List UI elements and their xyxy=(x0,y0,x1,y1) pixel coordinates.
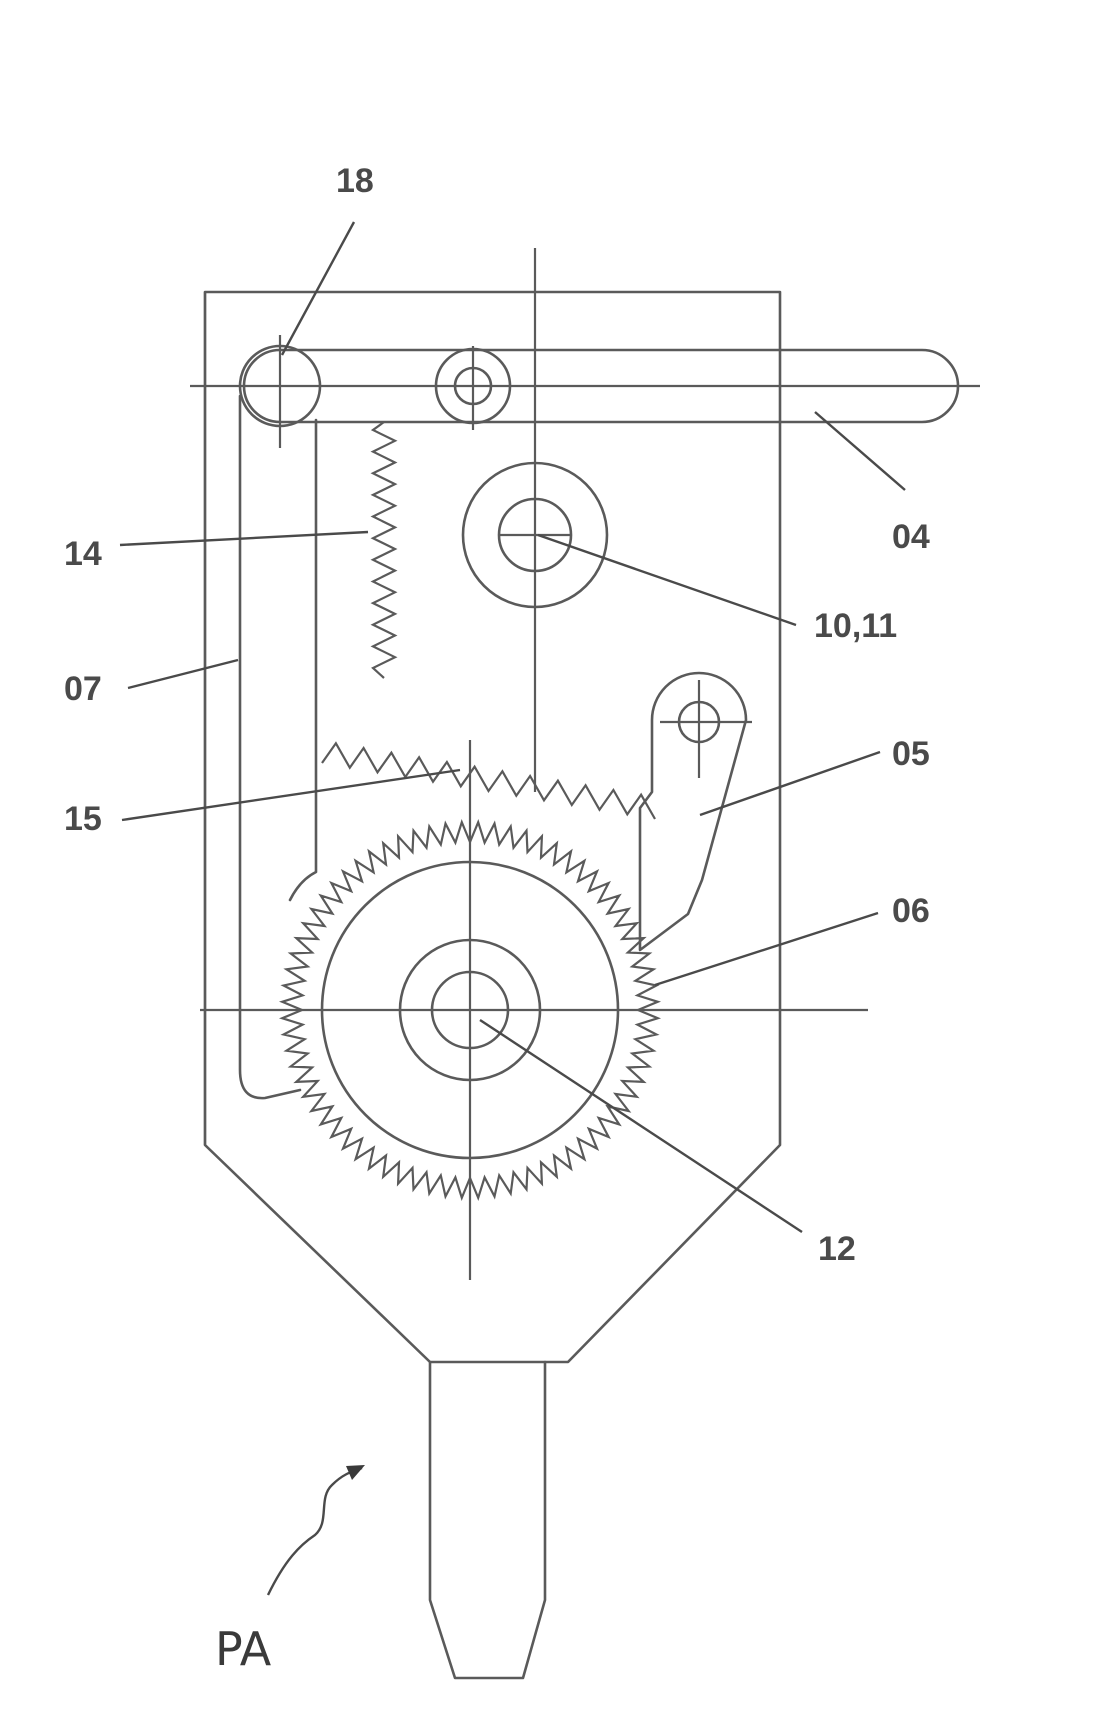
leader-05 xyxy=(700,752,880,815)
label-06: 06 xyxy=(892,892,930,930)
leader-15 xyxy=(122,770,460,820)
label-10-11: 10,11 xyxy=(814,607,897,645)
label-05: 05 xyxy=(892,735,930,773)
leader-04 xyxy=(815,412,905,490)
leader-06 xyxy=(655,913,878,985)
label-04: 04 xyxy=(892,518,930,556)
leader-10-11 xyxy=(538,535,796,625)
leader-14 xyxy=(120,532,368,545)
label-07: 07 xyxy=(64,670,102,708)
label-12: 12 xyxy=(818,1230,856,1268)
pawl-05 xyxy=(640,673,746,950)
tang xyxy=(430,1362,545,1678)
spring-15 xyxy=(322,743,655,819)
link-07-inner xyxy=(290,420,316,900)
leader-18 xyxy=(282,222,354,355)
link-07 xyxy=(240,396,300,1098)
label-15: 15 xyxy=(64,800,102,838)
leader-pa-arrowhead xyxy=(346,1465,365,1480)
spring-14 xyxy=(373,422,395,678)
leader-pa-arrow xyxy=(268,1468,362,1595)
leader-07 xyxy=(128,660,238,688)
label-18: 18 xyxy=(336,162,374,200)
label-pa: PA xyxy=(215,1622,272,1676)
label-14: 14 xyxy=(64,535,102,573)
